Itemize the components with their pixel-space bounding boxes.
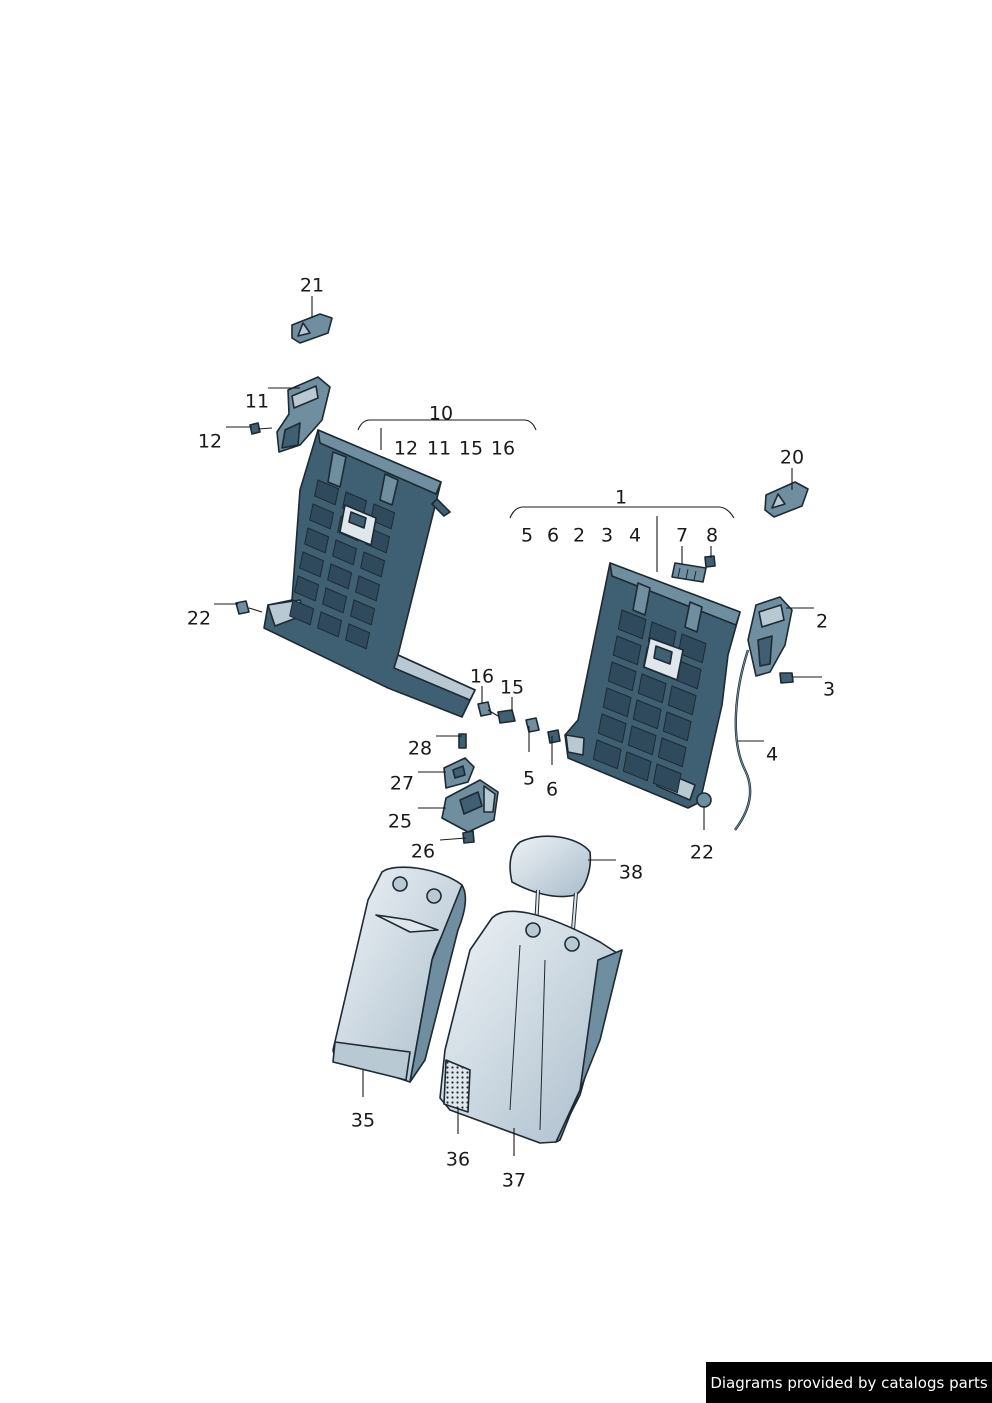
hinge-bracket-2 bbox=[747, 596, 793, 677]
frame-cell bbox=[637, 673, 667, 704]
callout-11: 11 bbox=[244, 390, 270, 413]
group10-item: 11 bbox=[426, 437, 452, 460]
trim-cover-20 bbox=[764, 481, 809, 518]
callout-8: 8 bbox=[705, 524, 719, 547]
frame-cell bbox=[360, 551, 386, 578]
callout-1: 1 bbox=[614, 486, 628, 509]
frame-cell bbox=[355, 575, 381, 602]
frame-cell bbox=[370, 503, 396, 530]
footer-credit[interactable]: Diagrams provided by catalogs parts bbox=[706, 1362, 992, 1403]
fabric-patch-36 bbox=[443, 1059, 471, 1113]
frame-cell bbox=[652, 763, 682, 794]
callout-25: 25 bbox=[387, 810, 413, 833]
frame-cell bbox=[657, 737, 687, 768]
frame-cell bbox=[602, 687, 632, 718]
bush-5 bbox=[525, 717, 540, 733]
frame-cell bbox=[294, 575, 320, 602]
leader-lines bbox=[214, 296, 822, 1156]
callout-5: 5 bbox=[522, 767, 536, 790]
callout-2: 2 bbox=[815, 610, 829, 633]
callout-16: 16 bbox=[469, 665, 495, 688]
frame-cell bbox=[607, 661, 637, 692]
callout-38: 38 bbox=[618, 861, 644, 884]
frame-cell bbox=[667, 685, 697, 716]
frame-cell bbox=[345, 623, 371, 650]
callout-15: 15 bbox=[499, 676, 525, 699]
clip-7 bbox=[671, 562, 707, 583]
frame-cell bbox=[327, 563, 353, 590]
screw-8 bbox=[704, 555, 716, 568]
latch-25 bbox=[441, 779, 499, 833]
group1-item: 2 bbox=[572, 524, 586, 547]
frame-cell bbox=[289, 599, 315, 626]
buffer-22-right bbox=[696, 792, 712, 808]
callout-26: 26 bbox=[410, 840, 436, 863]
group1-item: 3 bbox=[600, 524, 614, 547]
frame-cell bbox=[597, 713, 627, 744]
frame-cell bbox=[617, 609, 647, 640]
cable-4 bbox=[734, 649, 752, 831]
callout-22-left: 22 bbox=[186, 607, 212, 630]
group1-item: 6 bbox=[546, 524, 560, 547]
screw-28 bbox=[458, 733, 467, 749]
frame-cell bbox=[332, 539, 358, 566]
bracket-27 bbox=[443, 757, 475, 789]
callout-22-right: 22 bbox=[689, 841, 715, 864]
armrest-35 bbox=[332, 866, 467, 1083]
bolt-15 bbox=[487, 709, 516, 724]
group10-item: 16 bbox=[490, 437, 516, 460]
callout-10: 10 bbox=[428, 402, 454, 425]
callout-20: 20 bbox=[779, 446, 805, 469]
frame-cell bbox=[350, 599, 376, 626]
frame-cell bbox=[622, 751, 652, 782]
callout-27: 27 bbox=[389, 772, 415, 795]
frame-cell bbox=[299, 551, 325, 578]
screw-26 bbox=[462, 830, 475, 844]
frame-cell bbox=[322, 587, 348, 614]
backrest-frame-right-1 bbox=[564, 562, 741, 809]
group10-item: 15 bbox=[458, 437, 484, 460]
frame-cell bbox=[592, 739, 622, 770]
frame-cell bbox=[677, 633, 707, 664]
buffer-22-left bbox=[235, 600, 263, 615]
callout-7: 7 bbox=[675, 524, 689, 547]
callout-36: 36 bbox=[445, 1148, 471, 1171]
callout-6: 6 bbox=[545, 778, 559, 801]
screw-6 bbox=[547, 729, 561, 744]
trim-cover-21 bbox=[291, 313, 333, 344]
group1-item: 4 bbox=[628, 524, 642, 547]
frame-cell bbox=[309, 503, 335, 530]
screw-3 bbox=[779, 672, 794, 684]
callout-4: 4 bbox=[765, 743, 779, 766]
group1-item: 5 bbox=[520, 524, 534, 547]
frame-cell bbox=[317, 611, 343, 638]
frame-cell bbox=[627, 725, 657, 756]
frame-cell bbox=[314, 479, 340, 506]
frame-cell bbox=[304, 527, 330, 554]
screw-12 bbox=[249, 422, 273, 435]
callout-12: 12 bbox=[197, 430, 223, 453]
callout-35: 35 bbox=[350, 1109, 376, 1132]
frame-cell bbox=[612, 635, 642, 666]
backrest-cover-37 bbox=[439, 910, 623, 1144]
callout-21: 21 bbox=[299, 274, 325, 297]
hinge-bracket-11 bbox=[276, 376, 331, 453]
bolt-16 bbox=[477, 701, 492, 717]
callout-3: 3 bbox=[822, 678, 836, 701]
callout-37: 37 bbox=[501, 1169, 527, 1192]
backrest-frame-left-10 bbox=[263, 429, 476, 718]
frame-cell bbox=[632, 699, 662, 730]
frame-cell bbox=[662, 711, 692, 742]
group10-item: 12 bbox=[393, 437, 419, 460]
callout-28: 28 bbox=[407, 737, 433, 760]
